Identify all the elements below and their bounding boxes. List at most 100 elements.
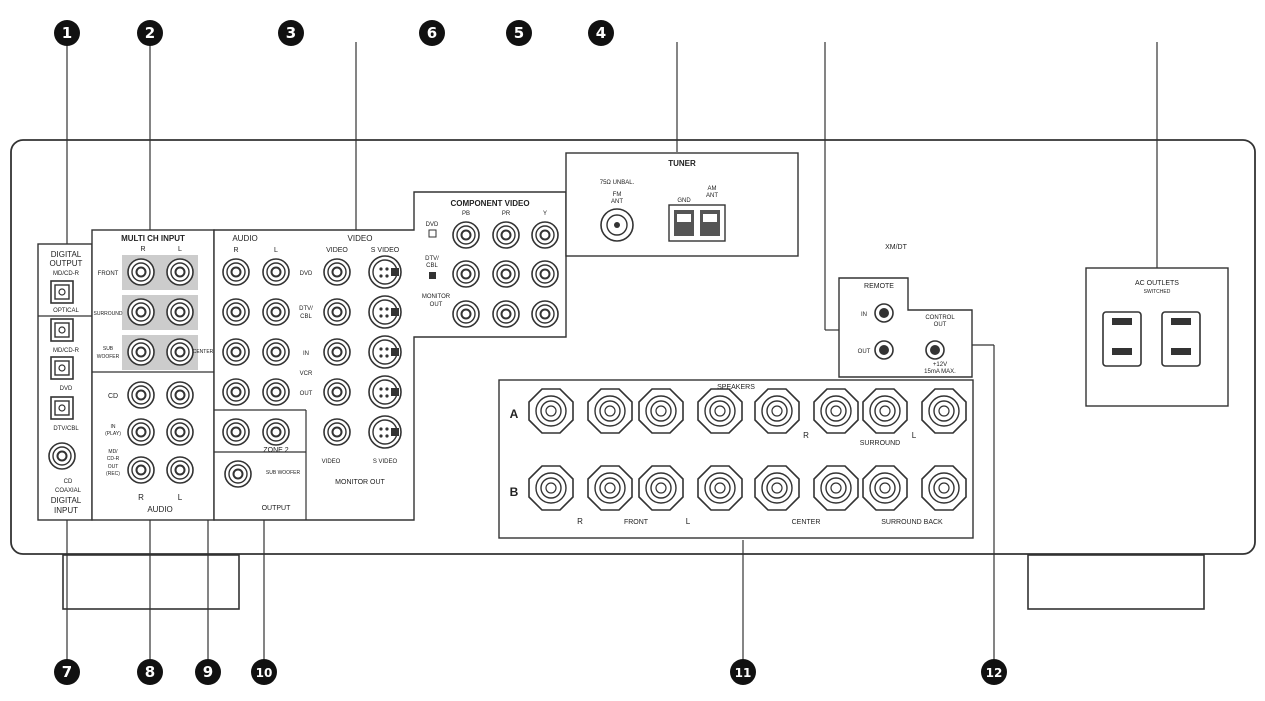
svg-text:IN: IN (303, 351, 309, 357)
audio-md-in-l (166, 418, 194, 446)
svg-text:L: L (686, 517, 691, 526)
component-video-section: COMPONENT VIDEO PB PR Y DVD DTV/ CBL MON… (422, 199, 559, 328)
svg-text:9: 9 (203, 663, 213, 681)
optical-in-dvd (50, 356, 74, 380)
svg-text:L: L (178, 493, 183, 502)
svg-text:VIDEO: VIDEO (326, 247, 348, 254)
svideo-dvd (368, 255, 402, 289)
svg-text:GND: GND (677, 198, 691, 204)
svg-text:DVD: DVD (300, 271, 313, 277)
svideo-monitor-out (368, 415, 402, 449)
callout-6: 6 (419, 20, 445, 46)
svg-text:R: R (140, 246, 145, 253)
callout-12: 12 (981, 659, 1007, 685)
svg-text:AUDIO: AUDIO (232, 234, 257, 243)
svg-text:DTV/: DTV/ (425, 256, 439, 262)
svg-text:(PLAY): (PLAY) (105, 431, 121, 437)
svg-text:MD/: MD/ (108, 449, 118, 455)
svg-text:L: L (274, 247, 278, 254)
svg-text:PR: PR (502, 211, 511, 217)
digital-input-title: DIGITAL (51, 496, 82, 505)
svg-text:S VIDEO: S VIDEO (373, 459, 398, 465)
video-dvd (323, 258, 351, 286)
callout-5: 5 (506, 20, 532, 46)
svg-text:ZONE 2: ZONE 2 (263, 447, 288, 454)
video-audio-dvd-r (222, 258, 250, 286)
svg-text:11: 11 (735, 666, 752, 680)
svg-text:DTV/: DTV/ (299, 306, 313, 312)
svg-text:VIDEO: VIDEO (322, 459, 341, 465)
multi-ch-audio-section: MULTI CH INPUT R L FRONT SURROUND SUB WO… (91, 229, 215, 521)
component-dtv-pr (492, 260, 520, 288)
subwoofer-out (224, 460, 252, 488)
callout-2: 2 (137, 20, 163, 46)
svg-text:CD: CD (108, 393, 118, 400)
video-audio-dvd-l (262, 258, 290, 286)
video-dtv (323, 298, 351, 326)
ac-outlet-2 (1161, 311, 1201, 367)
svg-text:ANT: ANT (706, 193, 718, 199)
svg-text:1: 1 (62, 24, 72, 42)
svg-text:WOOFER: WOOFER (97, 354, 120, 360)
svg-text:MONITOR OUT: MONITOR OUT (335, 479, 385, 486)
video-audio-dtv-l (262, 298, 290, 326)
callout-10: 10 (251, 659, 277, 685)
svg-text:OUTPUT: OUTPUT (262, 505, 292, 512)
callout-1: 1 (54, 20, 80, 46)
ac-outlets-section: AC OUTLETS SWITCHED (1085, 267, 1229, 407)
svg-text:R: R (577, 517, 583, 526)
svideo-dtv (368, 295, 402, 329)
svg-text:SWITCHED: SWITCHED (1144, 289, 1171, 295)
svg-text:FM: FM (613, 192, 622, 198)
svg-text:MD/CD-R: MD/CD-R (53, 271, 80, 277)
svg-text:DTV/CBL: DTV/CBL (53, 426, 79, 432)
xm-dt-label: XM/DT (885, 244, 908, 251)
coaxial-in-cd (48, 442, 76, 470)
svg-text:SUB: SUB (103, 346, 114, 352)
control-out-jack (925, 340, 945, 360)
multi-ch-subwoofer (127, 338, 155, 366)
svg-text:VIDEO: VIDEO (348, 234, 373, 243)
component-monitor-y (531, 300, 559, 328)
remote-in-jack (874, 303, 894, 323)
svg-text:4: 4 (596, 24, 606, 42)
callout-3: 3 (278, 20, 304, 46)
svg-text:REMOTE: REMOTE (864, 283, 894, 290)
component-dtv-y (531, 260, 559, 288)
svg-text:CONTROL: CONTROL (925, 315, 955, 321)
svg-text:OUT: OUT (858, 349, 871, 355)
svideo-vcr-out (368, 375, 402, 409)
component-dvd-pb (452, 221, 480, 249)
speakers-section: SPEAKERS A B R SURROUND L R FRONT L CENT… (498, 379, 974, 539)
multi-ch-front-l (166, 258, 194, 286)
svg-text:DVD: DVD (60, 386, 73, 392)
svg-text:S VIDEO: S VIDEO (371, 247, 400, 254)
svg-text:FRONT: FRONT (98, 271, 119, 277)
audio-cd-r (127, 381, 155, 409)
svg-text:OUT: OUT (300, 391, 313, 397)
multi-ch-center (166, 338, 194, 366)
ac-outlet-1 (1102, 311, 1142, 367)
component-dvd-pr (492, 221, 520, 249)
svg-text:IN: IN (861, 312, 867, 318)
audio-md-out-r (127, 456, 155, 484)
component-dvd-y (531, 221, 559, 249)
video-audio-dtv-r (222, 298, 250, 326)
svg-text:R: R (233, 247, 238, 254)
svg-text:15mA MAX.: 15mA MAX. (924, 369, 956, 375)
svg-text:SURROUND: SURROUND (94, 311, 123, 317)
svg-text:10: 10 (256, 666, 273, 680)
svg-text:75Ω UNBAL.: 75Ω UNBAL. (600, 180, 635, 186)
callout-7: 7 (54, 659, 80, 685)
tuner-section: TUNER 75Ω UNBAL. FM ANT GND AM ANT (565, 152, 799, 257)
svg-text:L: L (178, 246, 182, 253)
zone2-l (262, 418, 290, 446)
svg-text:SPEAKERS: SPEAKERS (717, 384, 755, 391)
svg-text:AUDIO: AUDIO (147, 505, 172, 514)
video-audio-vcr-out-l (262, 378, 290, 406)
remote-control-section: REMOTE IN OUT CONTROL OUT +12V 15mA MAX. (838, 277, 973, 378)
video-vcr-in (323, 338, 351, 366)
component-monitor-pb (452, 300, 480, 328)
video-audio-vcr-in-r (222, 338, 250, 366)
svg-text:OUT: OUT (430, 302, 443, 308)
